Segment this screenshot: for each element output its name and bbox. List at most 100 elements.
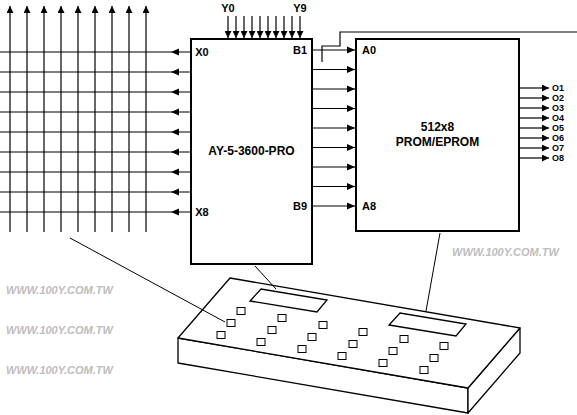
pin-name: Y9 xyxy=(293,3,306,14)
keyboard-keys xyxy=(389,348,397,355)
matrix-row-lines xyxy=(0,52,190,212)
arrowhead xyxy=(347,47,355,54)
output-lines xyxy=(520,137,549,138)
keyboard-displays xyxy=(389,313,466,336)
keyboard-keys xyxy=(217,332,225,339)
y-input-lines xyxy=(227,16,228,38)
keyboard-keys xyxy=(400,336,408,343)
keyboard-keys xyxy=(257,339,265,346)
pin-name: A8 xyxy=(362,201,376,212)
keyboard-keys xyxy=(268,327,276,334)
output-lines xyxy=(520,117,549,118)
bus-line xyxy=(313,125,355,132)
y-input-lines xyxy=(291,16,292,38)
pin-name: B1 xyxy=(293,45,307,56)
y-input-lines xyxy=(275,16,276,38)
arrowhead xyxy=(347,144,355,151)
keyboard-displays xyxy=(250,289,466,336)
encoder-chip: AY-5-3600-PRO xyxy=(190,38,313,265)
watermark: WWW.100Y.COM.TW xyxy=(6,285,113,296)
arrowhead xyxy=(347,86,355,93)
pin-name: Y0 xyxy=(221,3,234,14)
output-lines xyxy=(520,88,549,158)
output-lines xyxy=(520,147,549,148)
keyboard-keys xyxy=(278,315,286,322)
bus-line xyxy=(313,47,355,54)
matrix-column-lines xyxy=(94,6,95,232)
matrix-column-lines xyxy=(10,6,146,232)
row-arrowheads xyxy=(171,109,179,116)
matrix-row-lines xyxy=(0,171,190,172)
arrowhead xyxy=(347,203,355,210)
matrix-row-lines xyxy=(0,131,190,132)
y-input-lines xyxy=(235,16,236,38)
y-input-lines xyxy=(228,16,300,38)
output-name: O7 xyxy=(552,144,564,153)
row-arrowheads xyxy=(171,189,179,196)
keyboard-keys xyxy=(217,308,448,374)
matrix-row-lines xyxy=(0,151,190,152)
y-input-lines xyxy=(267,16,268,38)
arrowhead xyxy=(347,183,355,190)
matrix-row-lines xyxy=(0,191,190,192)
matrix-column-lines xyxy=(9,6,10,232)
output-name: O6 xyxy=(552,134,564,143)
prom-chip: 512x8 PROM/EPROM xyxy=(355,38,520,232)
output-name: O8 xyxy=(552,154,564,163)
row-arrowheads xyxy=(171,129,179,136)
matrix-column-lines xyxy=(145,6,146,232)
row-arrowheads xyxy=(171,169,179,176)
matrix-row-lines xyxy=(0,91,190,92)
chip-name: AY-5-3600-PRO xyxy=(208,144,294,159)
arrowhead xyxy=(347,125,355,132)
row-arrowheads xyxy=(171,49,179,216)
keyboard-keys xyxy=(237,308,245,315)
output-name: O3 xyxy=(552,104,564,113)
pin-name: A0 xyxy=(362,45,376,56)
keyboard-displays xyxy=(250,289,327,312)
bus-line xyxy=(313,144,355,151)
watermark: WWW.100Y.COM.TW xyxy=(6,325,113,336)
keyboard-keys xyxy=(308,334,316,341)
y-input-lines xyxy=(251,16,252,38)
matrix-row-lines xyxy=(0,51,190,52)
pin-name: X8 xyxy=(195,207,208,218)
matrix-row-lines xyxy=(0,211,190,212)
matrix-column-lines xyxy=(111,6,112,232)
matrix-column-lines xyxy=(26,6,27,232)
keyboard-keys xyxy=(298,346,306,353)
arrowhead xyxy=(347,105,355,112)
y-input-lines xyxy=(243,16,244,38)
bus-line xyxy=(313,183,355,190)
arrowhead xyxy=(347,66,355,73)
matrix-column-lines xyxy=(43,6,44,232)
output-name: O4 xyxy=(552,114,564,123)
keyboard-keys xyxy=(319,322,327,329)
matrix-row-lines xyxy=(0,71,190,72)
output-lines xyxy=(520,87,549,88)
watermark: WWW.100Y.COM.TW xyxy=(6,365,113,376)
chip-name: 512x8 PROM/EPROM xyxy=(396,120,479,150)
row-arrowheads xyxy=(171,69,179,76)
matrix-column-lines xyxy=(77,6,78,232)
bus-line xyxy=(313,86,355,93)
leader-lines xyxy=(255,266,276,289)
output-lines xyxy=(520,157,549,158)
keyboard-keys xyxy=(420,367,428,374)
y-input-lines xyxy=(259,16,260,38)
keyboard-housing xyxy=(178,278,520,413)
y-input-lines xyxy=(299,16,300,38)
output-name: O2 xyxy=(552,94,564,103)
bus-line xyxy=(313,164,355,171)
pin-name: B9 xyxy=(293,201,307,212)
keyboard-keys xyxy=(227,320,235,327)
y-input-lines xyxy=(283,16,284,38)
keyboard-keys xyxy=(359,329,367,336)
keyboard-keys xyxy=(338,353,346,360)
row-arrowheads xyxy=(171,89,179,96)
output-lines xyxy=(520,127,549,128)
bus-line xyxy=(313,105,355,112)
watermark: WWW.100Y.COM.TW xyxy=(452,247,559,258)
row-arrowheads xyxy=(171,209,179,216)
